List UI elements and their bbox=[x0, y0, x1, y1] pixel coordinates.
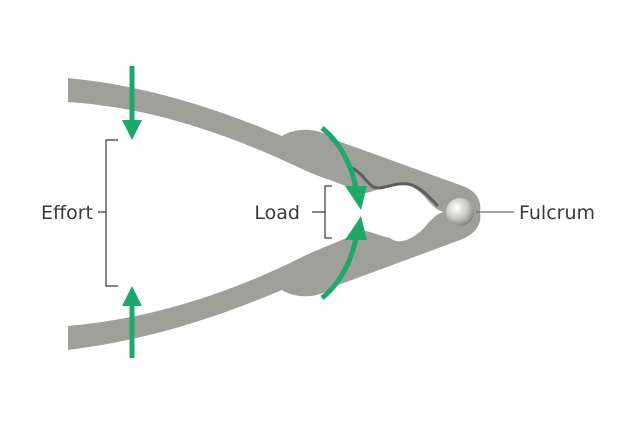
load-arrow-top bbox=[320, 126, 367, 210]
upper-lever-arm bbox=[68, 78, 481, 213]
effort-arrow-bottom bbox=[122, 286, 142, 358]
effort-bracket bbox=[98, 139, 118, 287]
lower-lever-arm bbox=[68, 211, 481, 350]
fulcrum-label: Fulcrum bbox=[519, 202, 595, 224]
load-arrow-bottom bbox=[320, 216, 367, 300]
effort-arrow-top bbox=[122, 66, 142, 140]
load-label: Load bbox=[254, 202, 300, 224]
effort-label: Effort bbox=[41, 202, 93, 224]
fulcrum-pivot bbox=[446, 198, 474, 226]
load-bracket bbox=[312, 185, 332, 239]
upper-jaw-edge bbox=[347, 164, 440, 208]
